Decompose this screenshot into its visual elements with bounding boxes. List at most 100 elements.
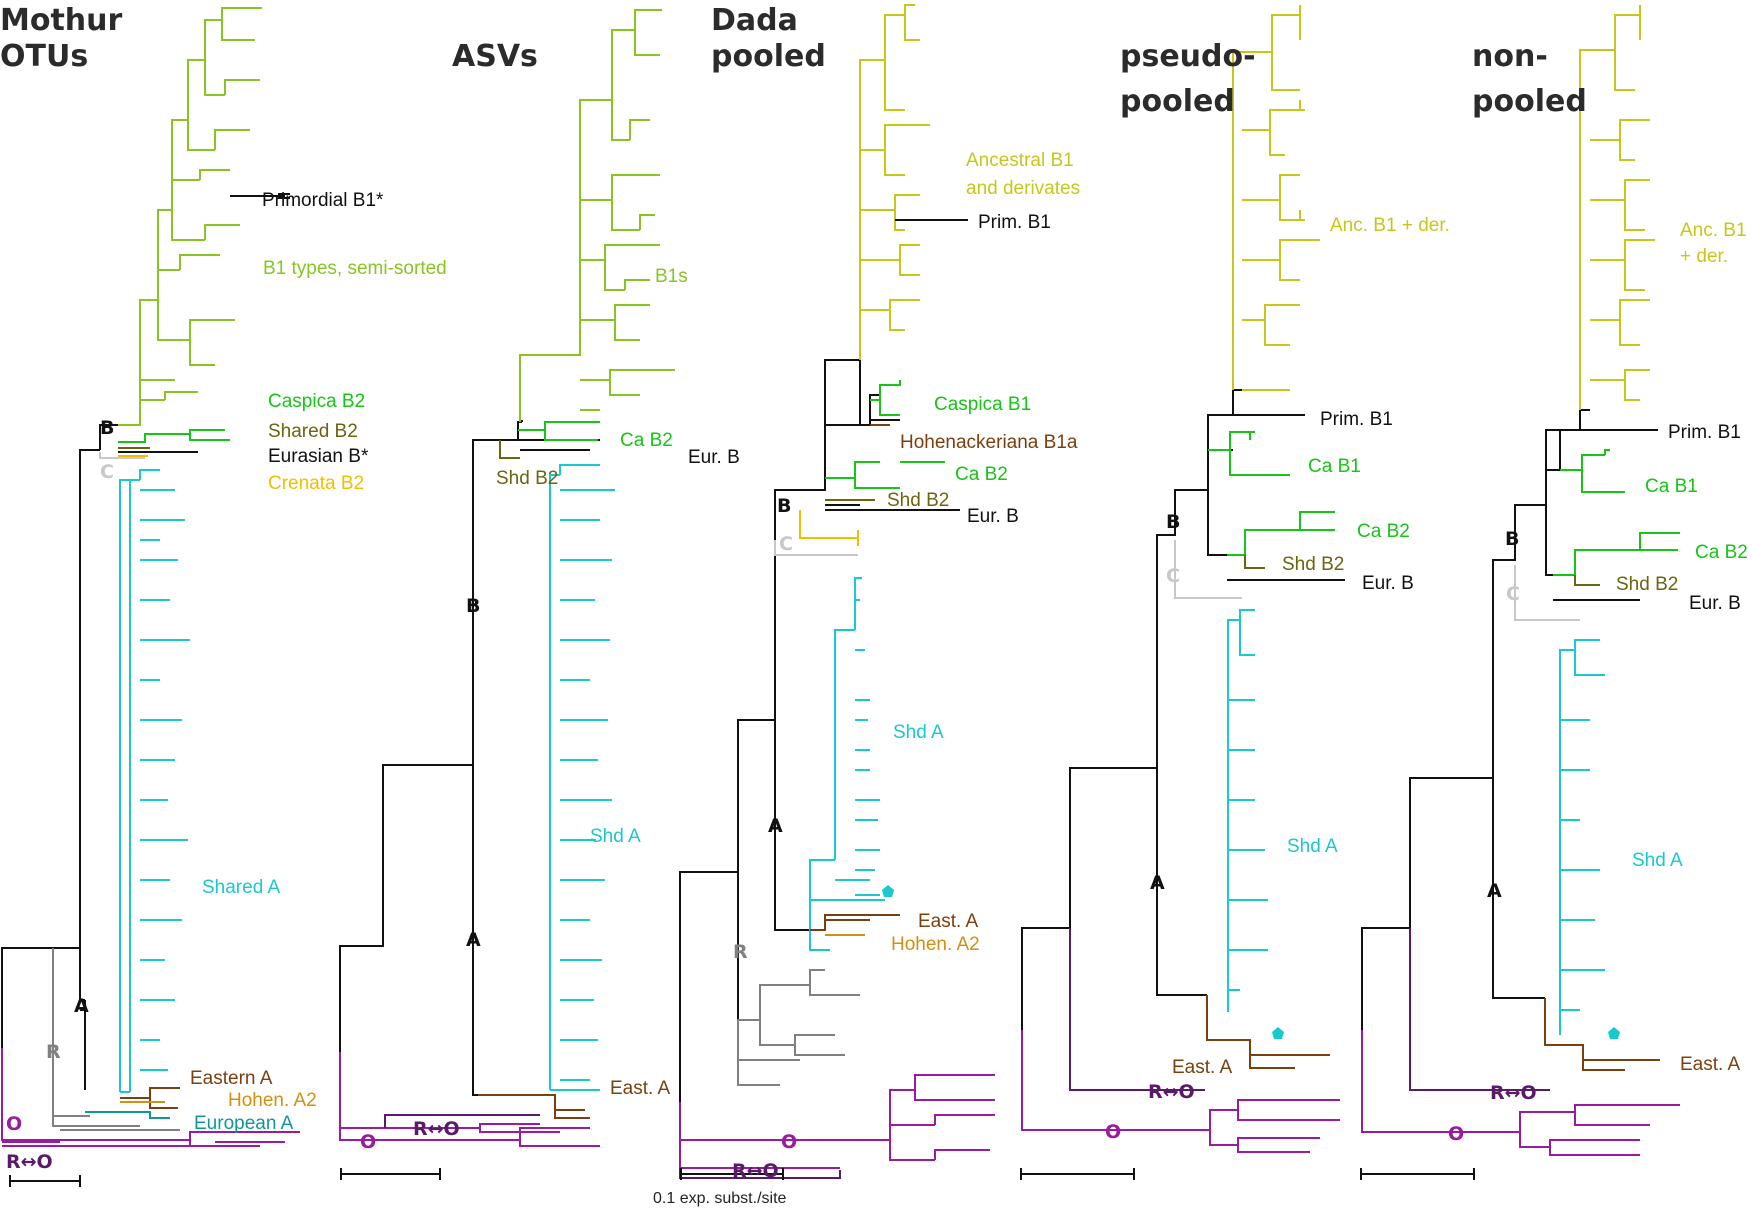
label-shared-a: Shared A bbox=[202, 877, 280, 898]
node-a: A bbox=[74, 995, 89, 1017]
c-clade bbox=[774, 540, 858, 556]
node-b: B bbox=[1166, 511, 1180, 533]
caspica-b1 bbox=[1560, 449, 1625, 493]
panel-title-line2: pooled bbox=[1120, 84, 1235, 119]
backbone-branches bbox=[339, 420, 600, 1096]
eastern-a bbox=[810, 914, 900, 931]
label-crenata-b2: Crenata B2 bbox=[268, 473, 364, 494]
caspica-b1 bbox=[870, 380, 901, 416]
shared-a-clade bbox=[119, 469, 190, 1093]
panel-pseudo-pooled bbox=[1020, 5, 1345, 1180]
node-a: A bbox=[1487, 880, 1502, 902]
b1-clade bbox=[118, 7, 262, 426]
caspica-b2 bbox=[118, 429, 230, 443]
shared-a-clade bbox=[549, 464, 615, 1091]
label-der: + der. bbox=[1680, 246, 1728, 267]
node-b: B bbox=[777, 495, 791, 517]
pentagon-tip bbox=[1272, 1027, 1284, 1039]
label-shd-a: Shd A bbox=[1287, 836, 1338, 857]
label-ancestral-b1: Ancestral B1 bbox=[966, 150, 1074, 171]
panel-2-text: ASVs B1s Ca B2 Eur. B Shd B2 Shd A East.… bbox=[360, 39, 740, 1153]
backbone-branches bbox=[1, 424, 118, 1090]
panel-3-text: Dada pooled Ancestral B1 and derivates P… bbox=[653, 3, 1080, 1207]
node-r: R bbox=[733, 941, 748, 963]
label-prim-b1: Prim. B1 bbox=[1668, 422, 1741, 443]
node-c: C bbox=[100, 461, 114, 483]
label-prim-b1: Prim. B1 bbox=[1320, 409, 1393, 430]
outgroup-clade bbox=[679, 1074, 995, 1169]
b1-anc-clade bbox=[1579, 5, 1655, 410]
backbone-branches bbox=[1021, 370, 1305, 1030]
label-ca-b2: Ca B2 bbox=[620, 430, 673, 451]
label-prim-b1: Prim. B1 bbox=[978, 212, 1051, 233]
panel-dada-pooled bbox=[679, 4, 995, 1180]
label-hohenackeriana-b1a: Hohenackeriana B1a bbox=[900, 432, 1078, 453]
panel-title-line1: Mothur bbox=[0, 3, 123, 38]
label-shd-b2: Shd B2 bbox=[887, 490, 949, 511]
node-c: C bbox=[779, 533, 793, 555]
node-c: C bbox=[1166, 565, 1180, 587]
panel-title: ASVs bbox=[452, 39, 538, 74]
node-b: B bbox=[466, 595, 480, 617]
pentagon-tip bbox=[1608, 1027, 1620, 1039]
panel-asvs bbox=[339, 9, 675, 1180]
b1-anc-clade bbox=[859, 4, 930, 360]
r-clade bbox=[737, 969, 860, 1086]
node-r-o: R↔O bbox=[6, 1151, 53, 1173]
label-hohen-a2: Hohen. A2 bbox=[228, 1090, 317, 1111]
node-a: A bbox=[1150, 872, 1165, 894]
label-ca-b1: Ca B1 bbox=[1308, 456, 1361, 477]
label-anc-b1: Anc. B1 bbox=[1680, 220, 1747, 241]
label-hohen-a2: Hohen. A2 bbox=[891, 934, 980, 955]
panel-title-line1: pseudo- bbox=[1120, 39, 1256, 74]
european-a bbox=[85, 1111, 170, 1119]
primordial-branch bbox=[230, 193, 290, 199]
caspica-b2 bbox=[825, 461, 945, 489]
eastern-a bbox=[1206, 995, 1330, 1069]
label-eur-b: Eur. B bbox=[688, 447, 740, 468]
label-b1s: B1s bbox=[655, 266, 688, 287]
panel-4-text: pseudo- pooled Anc. B1 + der. Prim. B1 C… bbox=[1105, 39, 1450, 1143]
label-shd-b2: Shd B2 bbox=[1616, 574, 1678, 595]
node-a: A bbox=[466, 929, 481, 951]
scale-bar-1 bbox=[9, 1175, 81, 1187]
shared-b2 bbox=[1574, 575, 1600, 586]
shared-b2 bbox=[499, 440, 520, 459]
scale-bar-4 bbox=[1020, 1168, 1135, 1180]
label-ca-b2: Ca B2 bbox=[1357, 521, 1410, 542]
node-o: O bbox=[781, 1131, 797, 1153]
node-r-o: R↔O bbox=[1490, 1082, 1537, 1104]
b1-anc-clade bbox=[1232, 5, 1320, 391]
caspica-b2 bbox=[1227, 511, 1335, 556]
panel-non-pooled bbox=[1360, 5, 1680, 1180]
node-r-o: R↔O bbox=[732, 1160, 779, 1182]
label-eur-b: Eur. B bbox=[1689, 593, 1741, 614]
scale-bar-3 bbox=[680, 1168, 784, 1180]
node-o: O bbox=[360, 1131, 376, 1153]
label-shd-a: Shd A bbox=[893, 722, 944, 743]
label-shared-b2: Shared B2 bbox=[268, 421, 358, 442]
label-ca-b1: Ca B1 bbox=[1645, 476, 1698, 497]
root-stem bbox=[1, 449, 100, 1048]
r-clade bbox=[1069, 928, 1205, 1091]
label-east-a: East. A bbox=[610, 1078, 671, 1099]
shared-a-clade bbox=[1559, 639, 1605, 1035]
shared-a-clade bbox=[809, 577, 885, 951]
panel-title-line2: OTUs bbox=[0, 39, 88, 74]
label-ca-b2: Ca B2 bbox=[1695, 542, 1748, 563]
label-anc-b1-der: Anc. B1 + der. bbox=[1330, 215, 1450, 236]
b1-clade bbox=[519, 9, 675, 422]
caspica-b2 bbox=[518, 421, 600, 441]
panel-5-text: non- pooled Anc. B1 + der. Prim. B1 Ca B… bbox=[1448, 39, 1748, 1145]
label-european-a: European A bbox=[194, 1113, 294, 1134]
panel-title-line2: pooled bbox=[1472, 84, 1587, 119]
node-r-o: R↔O bbox=[413, 1118, 460, 1140]
label-east-a: East. A bbox=[1680, 1054, 1741, 1075]
label-eur-b: Eur. B bbox=[967, 506, 1019, 527]
node-b: B bbox=[100, 417, 114, 439]
label-eurasian-b: Eurasian B* bbox=[268, 446, 369, 467]
label-b1-types: B1 types, semi-sorted bbox=[263, 258, 447, 279]
node-a: A bbox=[768, 815, 783, 837]
caspica-b1 bbox=[1208, 431, 1290, 476]
